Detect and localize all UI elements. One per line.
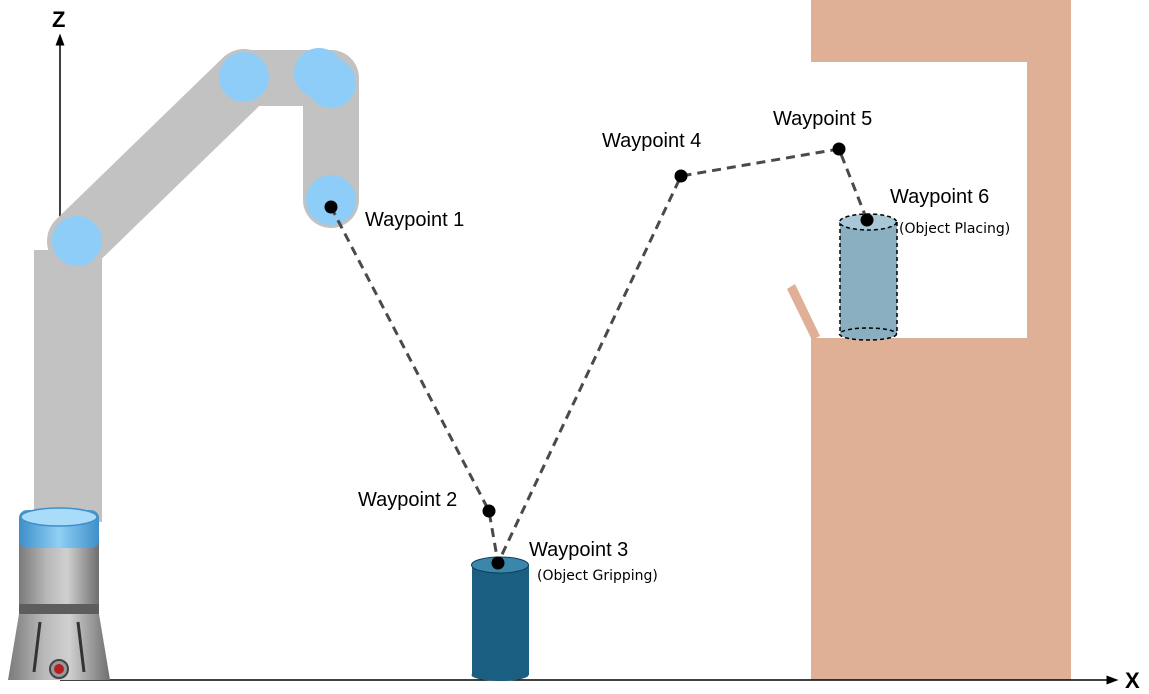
robot-arm [8, 48, 359, 680]
waypoint-5-label: Waypoint 5 [773, 108, 872, 130]
waypoint-3: Waypoint 3 (Object Gripping) [491, 539, 658, 584]
waypoint-1-label: Waypoint 1 [365, 209, 464, 231]
waypoint-6-dot [860, 213, 874, 227]
waypoint-4-dot [674, 169, 688, 183]
robot-wrist-joint [306, 58, 356, 108]
waypoint-1-dot [324, 200, 338, 214]
trajectory-path [329, 147, 869, 568]
waypoint-2: Waypoint 2 [358, 489, 496, 518]
robot-tool-joint [306, 175, 356, 225]
shelf-gripper-finger [787, 284, 820, 340]
waypoint-3-label: Waypoint 3 [529, 539, 628, 561]
robot-base [8, 507, 110, 680]
waypoint-6: Waypoint 6 (Object Placing) [860, 186, 1010, 237]
waypoint-6-label: Waypoint 6 [890, 186, 989, 208]
robot-lower-link [34, 250, 102, 522]
waypoint-2-label: Waypoint 2 [358, 489, 457, 511]
waypoint-3-note: (Object Gripping) [537, 568, 658, 584]
object-at-gripping [471, 556, 529, 681]
x-axis-label: X [1125, 668, 1140, 693]
robot-base-band [19, 604, 99, 614]
robot-shoulder-joint [219, 52, 269, 102]
waypoint-2-dot [482, 504, 496, 518]
robot-base-flange [8, 614, 110, 680]
robot-elbow-joint [52, 216, 102, 266]
shelf-lower-block [811, 338, 1071, 680]
robot-upper-link [47, 49, 274, 271]
waypoint-1: Waypoint 1 [324, 200, 464, 231]
waypoint-4: Waypoint 4 [602, 130, 701, 183]
shelf [787, 0, 1071, 680]
object-at-placing [838, 213, 898, 341]
z-axis-label: Z [52, 7, 65, 32]
waypoint-5-dot [832, 142, 846, 156]
waypoint-4-label: Waypoint 4 [602, 130, 701, 152]
waypoint-6-note: (Object Placing) [899, 221, 1010, 237]
waypoint-3-dot [491, 556, 505, 570]
waypoint-5: Waypoint 5 [773, 108, 872, 156]
